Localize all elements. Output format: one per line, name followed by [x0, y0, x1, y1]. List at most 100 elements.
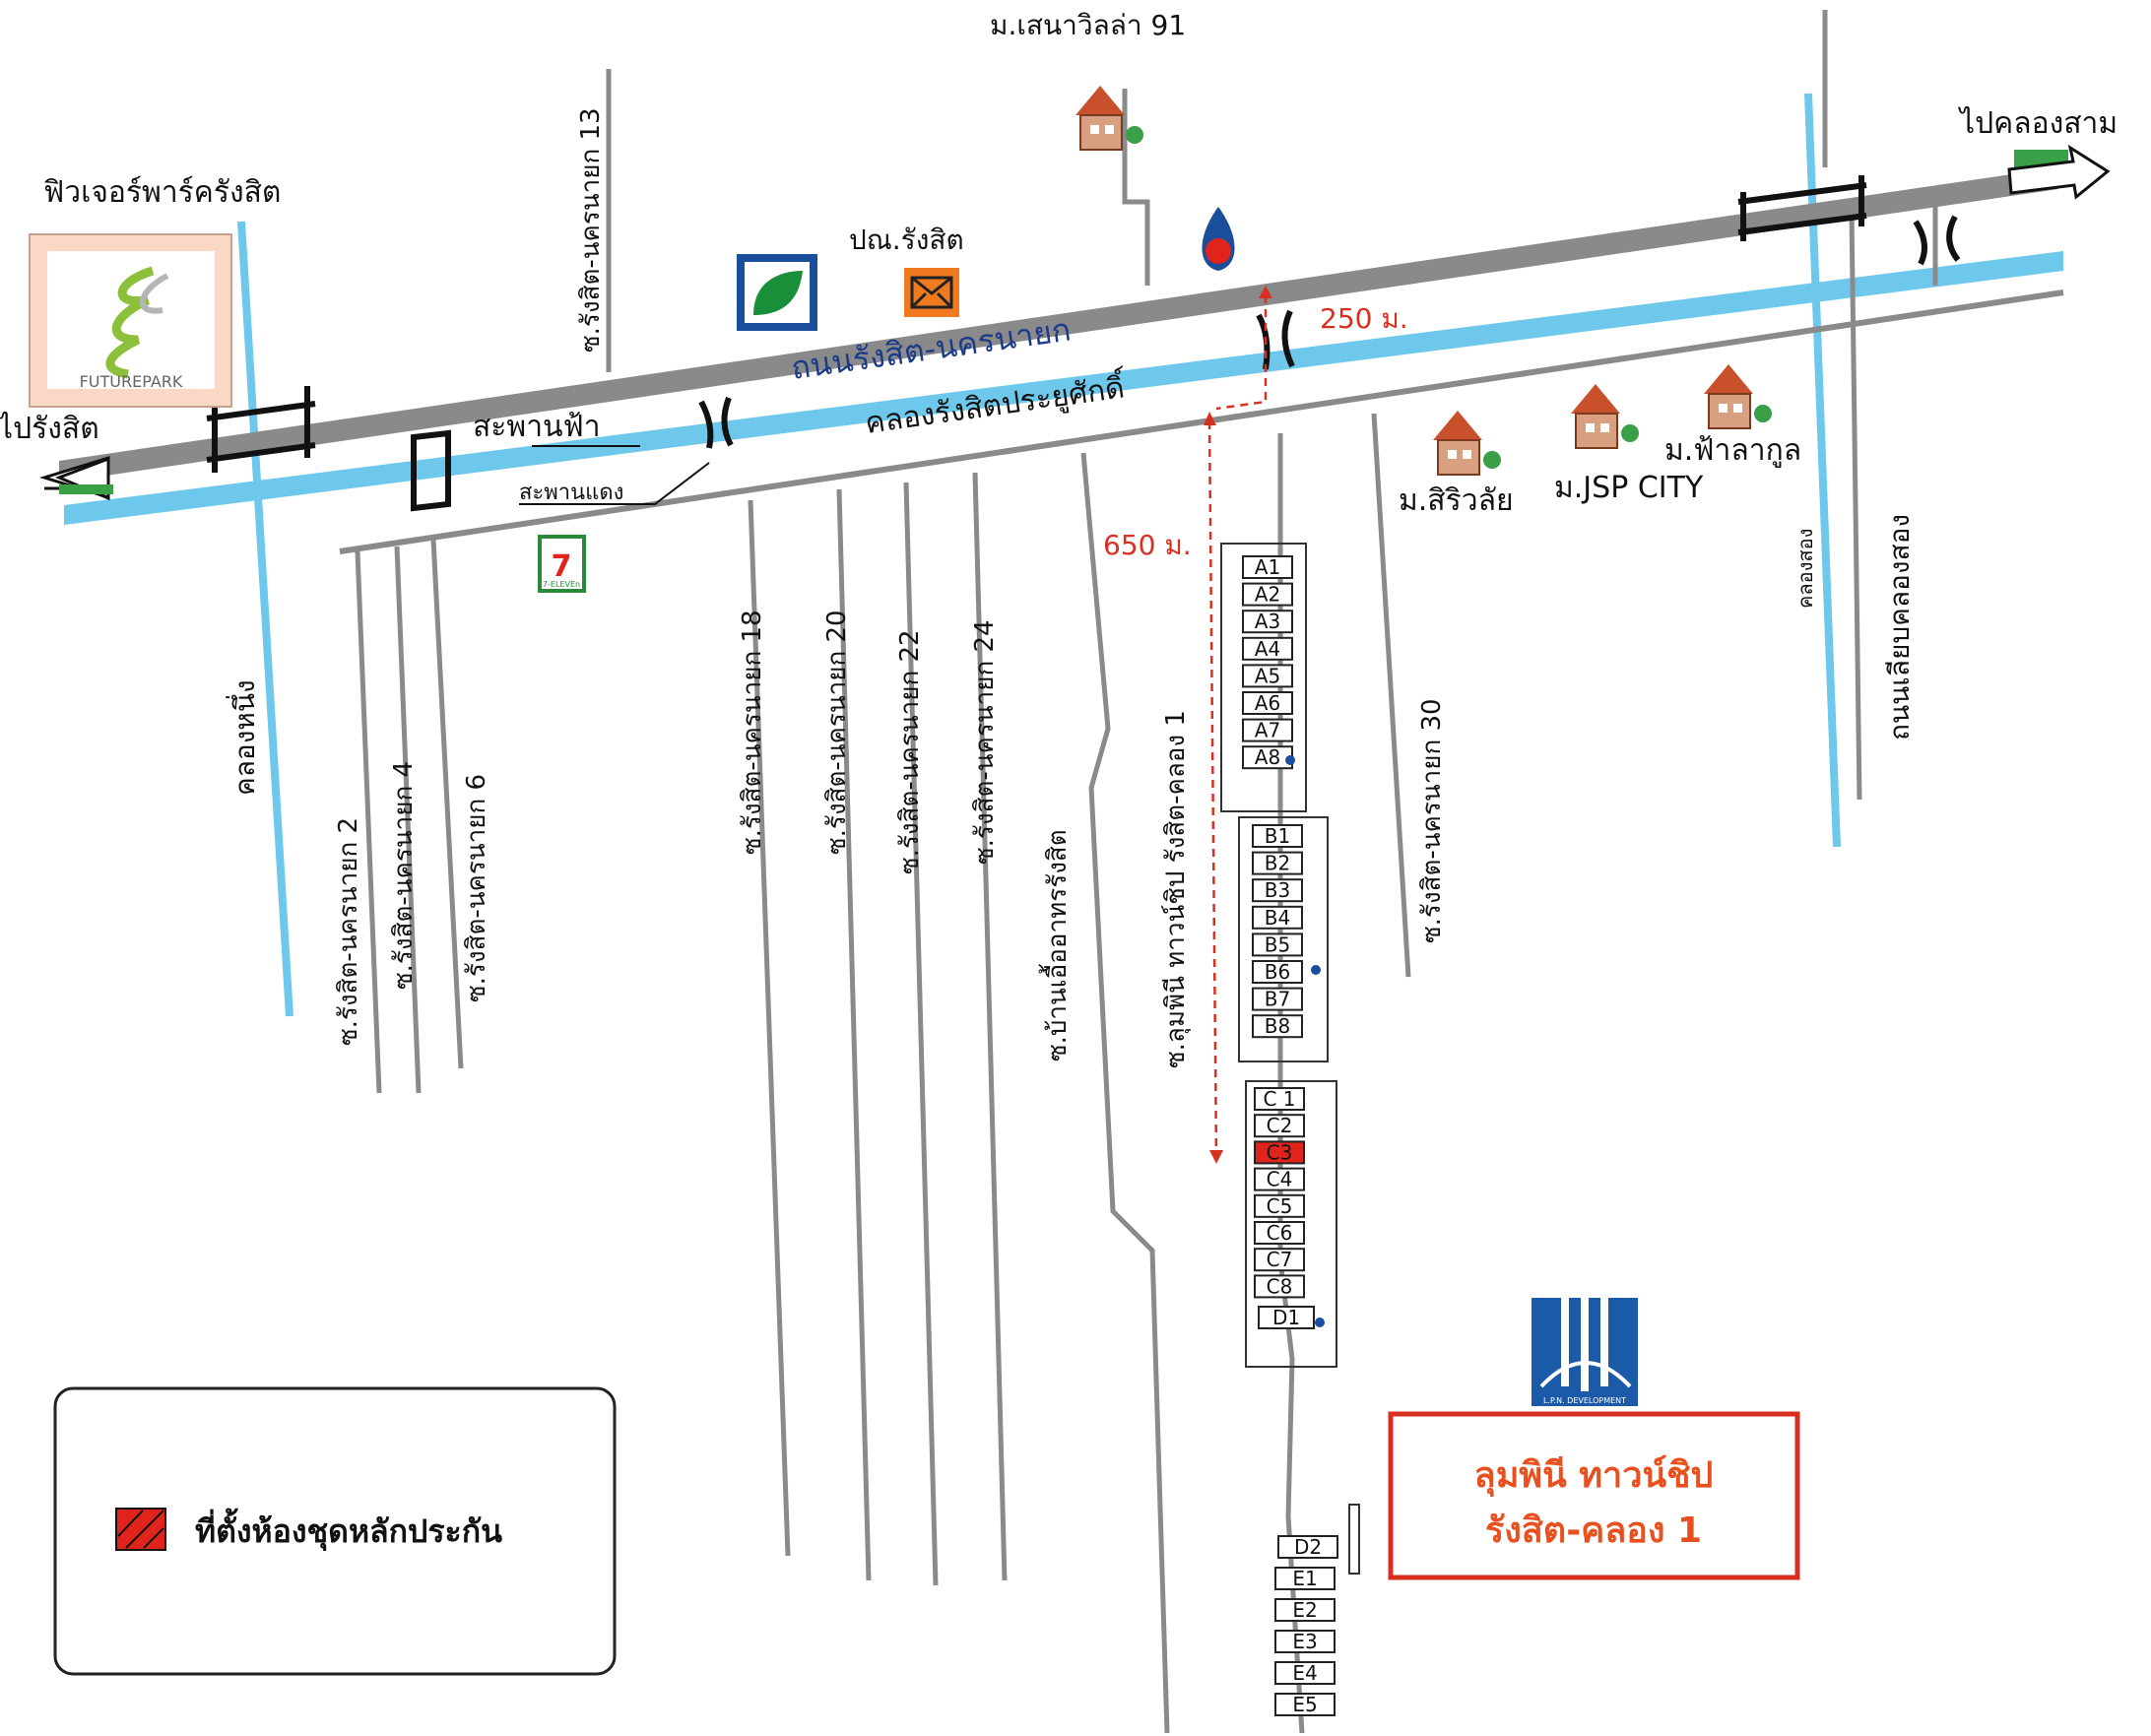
lpn-logo: L.P.N. DEVELOPMENT — [1532, 1298, 1638, 1406]
building-box: A1 — [1242, 555, 1293, 579]
north-service-road — [432, 176, 2064, 415]
building-label: C5 — [1267, 1194, 1293, 1218]
soi-30-label: ซ.รังสิต-นครนายก 30 — [1417, 698, 1447, 943]
project-title-line2: รังสิต-คลอง 1 — [1485, 1511, 1702, 1551]
red-bridge-label: สะพานแดง — [519, 481, 623, 505]
distance-markers — [1207, 295, 1268, 1161]
building-box: A3 — [1242, 610, 1293, 634]
building-label: B4 — [1265, 906, 1290, 930]
building-label: A1 — [1255, 555, 1280, 579]
soi-24-label: ซ.รังสิต-นครนายก 24 — [970, 619, 1000, 865]
red-bridge-pointer — [519, 462, 710, 505]
khlong-nueng-canal — [237, 221, 293, 1017]
house-icon — [1433, 411, 1501, 476]
building-label: D2 — [1294, 1535, 1322, 1559]
building-label: C4 — [1267, 1168, 1293, 1191]
siriwalai-label: ม.สิริวลัย — [1399, 483, 1514, 518]
building-box: E1 — [1274, 1567, 1336, 1590]
building-box: A8 — [1242, 745, 1293, 770]
khlong-song-label: คลองสอง — [1793, 529, 1817, 609]
senavilla-label: ม.เสนาวิลล่า 91 — [990, 9, 1186, 41]
building-block-c — [1245, 1080, 1337, 1368]
building-box: B7 — [1252, 987, 1303, 1011]
fah-lakul-label: ม.ฟ้าลากูล — [1664, 433, 1801, 468]
building-label: C6 — [1267, 1221, 1293, 1245]
soi-baan-ua-label: ซ.บ้านเอื้ออาทรรังสิต — [1038, 829, 1073, 1061]
soi-22-label: ซ.รังสิต-นครนายก 22 — [895, 629, 925, 874]
building-label: A8 — [1255, 745, 1280, 769]
building-label: A5 — [1255, 664, 1280, 687]
to-khlong-sam-label: ไปคลองสาม — [1958, 105, 2118, 141]
building-label: E5 — [1292, 1693, 1317, 1716]
soi-lumpini-label: ซ.ลุมพินี ทาวน์ชิป รังสิต-คลอง 1 — [1161, 710, 1191, 1068]
sky-bridge-label: สะพานฟ้า — [473, 410, 601, 444]
building-label: C7 — [1267, 1248, 1293, 1271]
building-block-b — [1238, 816, 1329, 1062]
building-label: B2 — [1265, 852, 1290, 875]
building-box: D1 — [1258, 1306, 1315, 1329]
project-title-box: ลุมพินี ทาวน์ชิป รังสิต-คลอง 1 — [1388, 1411, 1800, 1580]
main-canal — [64, 251, 2063, 525]
building-box: E4 — [1274, 1661, 1336, 1685]
building-box: C4 — [1254, 1167, 1305, 1191]
building-box: B1 — [1252, 824, 1303, 848]
building-label: E4 — [1292, 1661, 1317, 1685]
main-canal-label: คลองรังสิตประยูศักดิ์ — [863, 365, 1130, 441]
building-box: A7 — [1242, 718, 1293, 742]
svg-text:7-ELEVEn: 7-ELEVEn — [543, 580, 580, 589]
soi-13-label: ซ.รังสิต-นครนายก 13 — [576, 107, 606, 353]
building-label: E1 — [1292, 1567, 1317, 1590]
building-label: C 1 — [1263, 1087, 1295, 1111]
future-park-logo: FUTUREPARK — [29, 233, 232, 408]
ptt-station-icon — [1202, 207, 1235, 271]
khlong-nueng-label: คลองหนึ่ง — [226, 679, 261, 796]
main-road — [59, 167, 2058, 482]
svg-text:L.P.N. DEVELOPMENT: L.P.N. DEVELOPMENT — [1543, 1396, 1626, 1405]
building-box: A4 — [1242, 636, 1293, 661]
building-label: A7 — [1255, 719, 1280, 742]
building-label: B7 — [1265, 988, 1290, 1011]
arrow-head-icon — [1259, 286, 1272, 298]
building-block-a — [1220, 543, 1307, 812]
main-road-label: ถนนรังสิต-นครนายก — [789, 310, 1074, 386]
jsp-city-label: ม.JSP CITY — [1554, 471, 1704, 505]
petrol-station-icon — [737, 254, 817, 331]
building-label: C8 — [1267, 1274, 1293, 1298]
building-label: B3 — [1265, 878, 1290, 902]
legend-box: ที่ตั้งห้องชุดหลักประกัน — [53, 1386, 617, 1676]
soi-2-label: ซ.รังสิต-นครนายก 2 — [334, 817, 363, 1046]
arrow-head-icon — [1204, 412, 1216, 425]
seven-eleven-icon: 7 7-ELEVEn — [538, 535, 586, 593]
building-label: A6 — [1255, 691, 1280, 715]
building-box: B3 — [1252, 878, 1303, 903]
building-box: A6 — [1242, 691, 1293, 715]
building-label: E2 — [1292, 1598, 1317, 1622]
building-label: A4 — [1255, 637, 1280, 661]
bridge-icons — [206, 175, 1961, 512]
building-box: D2 — [1277, 1535, 1338, 1559]
building-label: B1 — [1265, 824, 1290, 848]
khlong-song-road-label: ถนนเลียบคลองสอง — [1883, 514, 1916, 740]
distance-650-label: 650 ม. — [1103, 529, 1192, 561]
building-box: B6 — [1252, 960, 1303, 984]
future-park-label: ฟิวเจอร์พาร์ครังสิต — [43, 175, 281, 210]
building-label: B8 — [1265, 1014, 1290, 1038]
house-icon — [1076, 86, 1143, 151]
building-box: A2 — [1242, 582, 1293, 607]
building-box: A5 — [1242, 664, 1293, 688]
arrow-head-icon — [1209, 1150, 1223, 1164]
house-icon — [1704, 364, 1772, 429]
building-label: B6 — [1265, 960, 1290, 984]
to-khlong-sam-arrow — [2007, 144, 2111, 200]
building-box: B5 — [1252, 932, 1303, 957]
building-box: C6 — [1254, 1221, 1305, 1245]
building-box: C8 — [1254, 1274, 1305, 1299]
building-label: C3 — [1267, 1140, 1293, 1164]
building-label: D1 — [1272, 1306, 1300, 1329]
building-label: A3 — [1255, 610, 1280, 633]
svg-text:7: 7 — [552, 549, 572, 584]
building-box: E2 — [1274, 1598, 1336, 1622]
building-label: B5 — [1265, 932, 1290, 956]
